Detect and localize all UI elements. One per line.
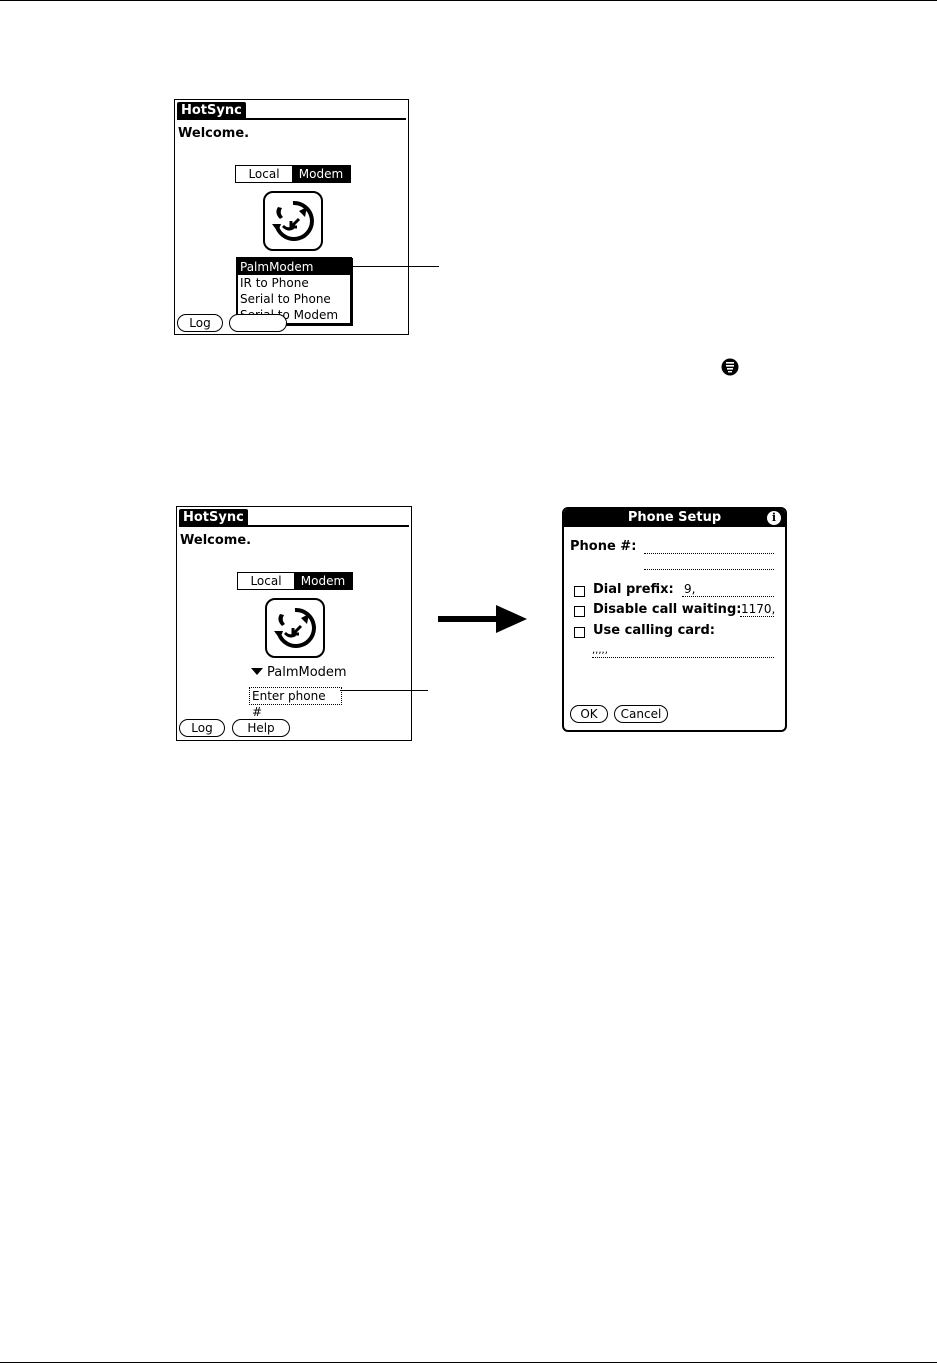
menu-icon [721, 358, 739, 376]
title-bar: HotSync [177, 507, 411, 527]
enter-phone-field[interactable]: Enter phone # [249, 687, 342, 719]
phone-number-label: Phone #: [570, 539, 637, 554]
dial-prefix-checkbox[interactable] [574, 586, 585, 597]
title-underline [179, 525, 409, 527]
calling-card-field-line[interactable] [592, 657, 774, 658]
bottom-rule [0, 1362, 937, 1363]
help-button[interactable]: Help [232, 719, 290, 737]
local-tab[interactable]: Local [250, 574, 282, 588]
modem-type-trigger[interactable]: PalmModem [251, 665, 347, 680]
info-icon[interactable]: i [767, 511, 781, 525]
disable-call-waiting-checkbox[interactable] [574, 606, 585, 617]
title-underline [177, 118, 406, 120]
phone-number-field-line-1[interactable] [644, 553, 774, 554]
disable-call-waiting-field-line[interactable] [740, 616, 774, 617]
top-rule [0, 0, 937, 1]
connection-type-selector: Local Modem [235, 165, 351, 183]
app-title: HotSync [179, 509, 248, 527]
ok-button[interactable]: OK [570, 705, 608, 723]
callout-line-2 [340, 690, 428, 691]
hotsync-screen-2: HotSync Welcome. Local Modem PalmModem E… [176, 506, 412, 741]
app-title: HotSync [177, 102, 246, 120]
modem-tab[interactable]: Modem [292, 166, 350, 182]
disable-call-waiting-label: Disable call waiting: [593, 602, 742, 617]
welcome-text: Welcome. [180, 533, 252, 548]
modem-type-label: PalmModem [267, 665, 347, 680]
dial-prefix-field-line[interactable] [682, 596, 774, 597]
connection-popup-list: PalmModem IR to Phone Serial to Phone Se… [236, 257, 352, 325]
hotsync-modem-icon [272, 200, 314, 241]
hotsync-screen-1: HotSync Welcome. Local Modem PalmModem I… [174, 99, 409, 335]
help-button-obscured[interactable] [229, 314, 287, 332]
calling-card-checkbox[interactable] [574, 627, 585, 638]
cancel-button[interactable]: Cancel [614, 705, 668, 723]
popup-item-palmmodem[interactable]: PalmModem [238, 259, 350, 275]
dial-prefix-value[interactable]: 9, [684, 582, 696, 596]
log-button[interactable]: Log [177, 314, 223, 332]
local-tab[interactable]: Local [248, 167, 280, 181]
title-bar: HotSync [175, 100, 408, 120]
dialog-title: Phone Setup [564, 509, 785, 527]
modem-tab[interactable]: Modem [294, 573, 352, 589]
hotsync-button[interactable] [263, 191, 323, 251]
callout-line-1 [351, 266, 439, 267]
welcome-text: Welcome. [178, 126, 250, 141]
connection-type-selector: Local Modem [237, 572, 353, 590]
dial-prefix-label: Dial prefix: [593, 582, 674, 597]
calling-card-value[interactable]: ,,,,, [592, 645, 608, 656]
disable-call-waiting-value[interactable]: 1170, [741, 602, 776, 616]
hotsync-modem-icon [274, 607, 316, 648]
log-button[interactable]: Log [179, 719, 225, 737]
phone-setup-dialog: Phone Setup i Phone #: Dial prefix: 9, D… [562, 507, 787, 732]
triangle-down-icon [251, 668, 263, 675]
hotsync-button[interactable] [265, 598, 325, 658]
phone-number-field-line-2[interactable] [644, 569, 774, 570]
calling-card-label: Use calling card: [593, 623, 715, 638]
popup-item-ir-to-phone[interactable]: IR to Phone [240, 276, 309, 290]
popup-item-serial-to-phone[interactable]: Serial to Phone [240, 292, 331, 306]
arrow-right-icon [438, 603, 528, 635]
